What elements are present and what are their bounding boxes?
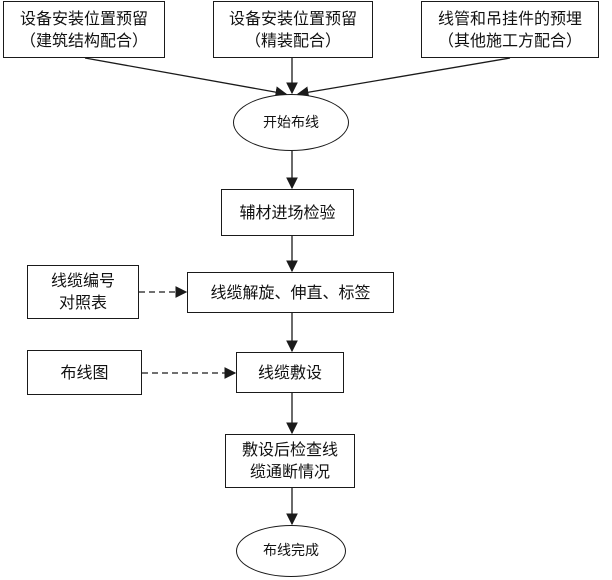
node-lay: 线缆敷设 <box>236 352 344 393</box>
node-check-line2: 缆通断情况 <box>249 462 330 481</box>
node-prepare-label: 线缆解旋、伸直、标签 <box>210 282 371 302</box>
node-layout: 布线图 <box>27 350 142 395</box>
node-cable-table-line2: 对照表 <box>58 293 107 312</box>
node-check: 敷设后检查线 缆通断情况 <box>225 434 355 488</box>
node-cable-table-line1: 线缆编号 <box>50 271 115 290</box>
node-cable-table: 线缆编号 对照表 <box>27 265 139 319</box>
node-lay-label: 线缆敷设 <box>257 362 322 382</box>
arrow-topleft-to-start <box>84 57 288 98</box>
node-prepare: 线缆解旋、伸直、标签 <box>187 272 394 313</box>
node-check-line1: 敷设后检查线 <box>241 440 338 459</box>
node-top-right-line2: （其他施工方配合） <box>437 30 582 50</box>
node-top-right: 线管和吊挂件的预埋 （其他施工方配合） <box>421 1 599 58</box>
node-layout-label: 布线图 <box>60 362 109 382</box>
node-top-center: 设备安装位置预留 （精装配合） <box>213 1 373 58</box>
node-finish-label: 布线完成 <box>263 543 319 559</box>
node-inspect: 辅材进场检验 <box>221 189 354 236</box>
arrow-topright-to-start <box>296 57 511 99</box>
node-start-label: 开始布线 <box>263 114 319 131</box>
node-inspect-label: 辅材进场检验 <box>239 202 336 222</box>
node-finish: 布线完成 <box>236 525 346 577</box>
node-top-right-line1: 线管和吊挂件的预埋 <box>437 8 582 28</box>
node-top-center-line2: （精装配合） <box>244 30 341 50</box>
node-top-left-line1: 设备安装位置预留 <box>19 8 148 28</box>
node-start: 开始布线 <box>233 94 349 151</box>
node-top-left-line2: （建筑结构配合） <box>19 30 148 50</box>
node-top-center-line1: 设备安装位置预留 <box>228 8 357 28</box>
node-top-left: 设备安装位置预留 （建筑结构配合） <box>3 1 165 58</box>
